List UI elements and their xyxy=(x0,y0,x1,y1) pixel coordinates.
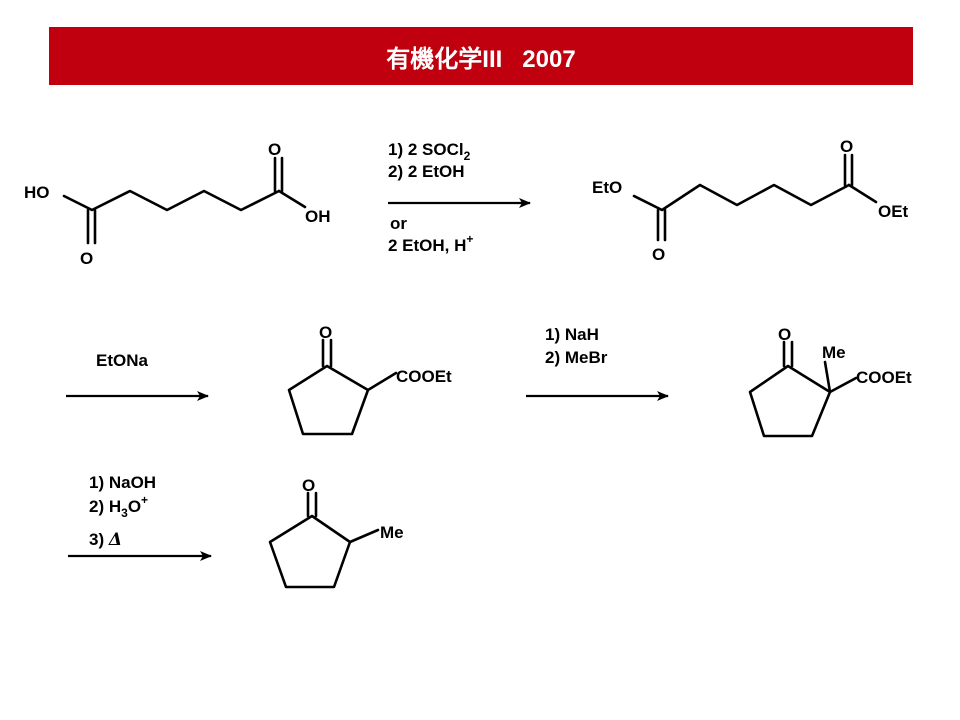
label-carbonyl-o: O xyxy=(652,245,665,264)
label-carbonyl-o: O xyxy=(778,325,791,344)
step1-reagents: 1) 2 SOCl2 2) 2 EtOH or 2 EtOH, H+ xyxy=(388,140,531,255)
label-oet: OEt xyxy=(878,202,909,221)
reagent-line: EtONa xyxy=(96,351,149,370)
label-me: Me xyxy=(380,523,404,542)
step3-reagents: 1) NaH 2) MeBr xyxy=(526,325,669,401)
reagent-line: 1) 2 SOCl2 xyxy=(388,140,471,163)
keto-ester-structure: O COOEt xyxy=(287,323,452,436)
label-eto: EtO xyxy=(592,178,622,197)
label-carbonyl-o: O xyxy=(268,140,281,159)
methyl-ketone-structure: O Me xyxy=(268,476,404,589)
diethyl-adipate-structure: EtO O O OEt xyxy=(592,137,909,264)
label-oh: OH xyxy=(305,207,331,226)
label-carbonyl-o: O xyxy=(80,249,93,268)
reagent-line: 2) 2 EtOH xyxy=(388,162,465,181)
methyl-keto-ester-structure: O Me COOEt xyxy=(748,325,912,438)
reagent-line: or xyxy=(390,214,407,233)
label-ho: HO xyxy=(24,183,50,202)
label-carbonyl-o: O xyxy=(319,323,332,342)
slide-title: 有機化学III 2007 xyxy=(386,45,576,73)
reagent-line: 1) NaH xyxy=(545,325,599,344)
title-bar: 有機化学III 2007 xyxy=(49,27,913,85)
label-cooet: COOEt xyxy=(856,368,912,387)
reagent-line: 2) MeBr xyxy=(545,348,608,367)
step2-reagents: EtONa xyxy=(66,351,209,401)
reagent-line: 2) H3O+ xyxy=(89,493,148,520)
reagent-line: 3) Δ xyxy=(89,530,122,550)
label-carbonyl-o: O xyxy=(302,476,315,495)
adipic-acid-structure: HO O O OH xyxy=(24,140,331,268)
step4-reagents: 1) NaOH 2) H3O+ 3) Δ xyxy=(68,473,212,561)
label-carbonyl-o: O xyxy=(840,137,853,156)
label-me: Me xyxy=(822,343,846,362)
reagent-line: 1) NaOH xyxy=(89,473,156,492)
reagent-line: 2 EtOH, H+ xyxy=(388,232,473,255)
label-cooet: COOEt xyxy=(396,367,452,386)
